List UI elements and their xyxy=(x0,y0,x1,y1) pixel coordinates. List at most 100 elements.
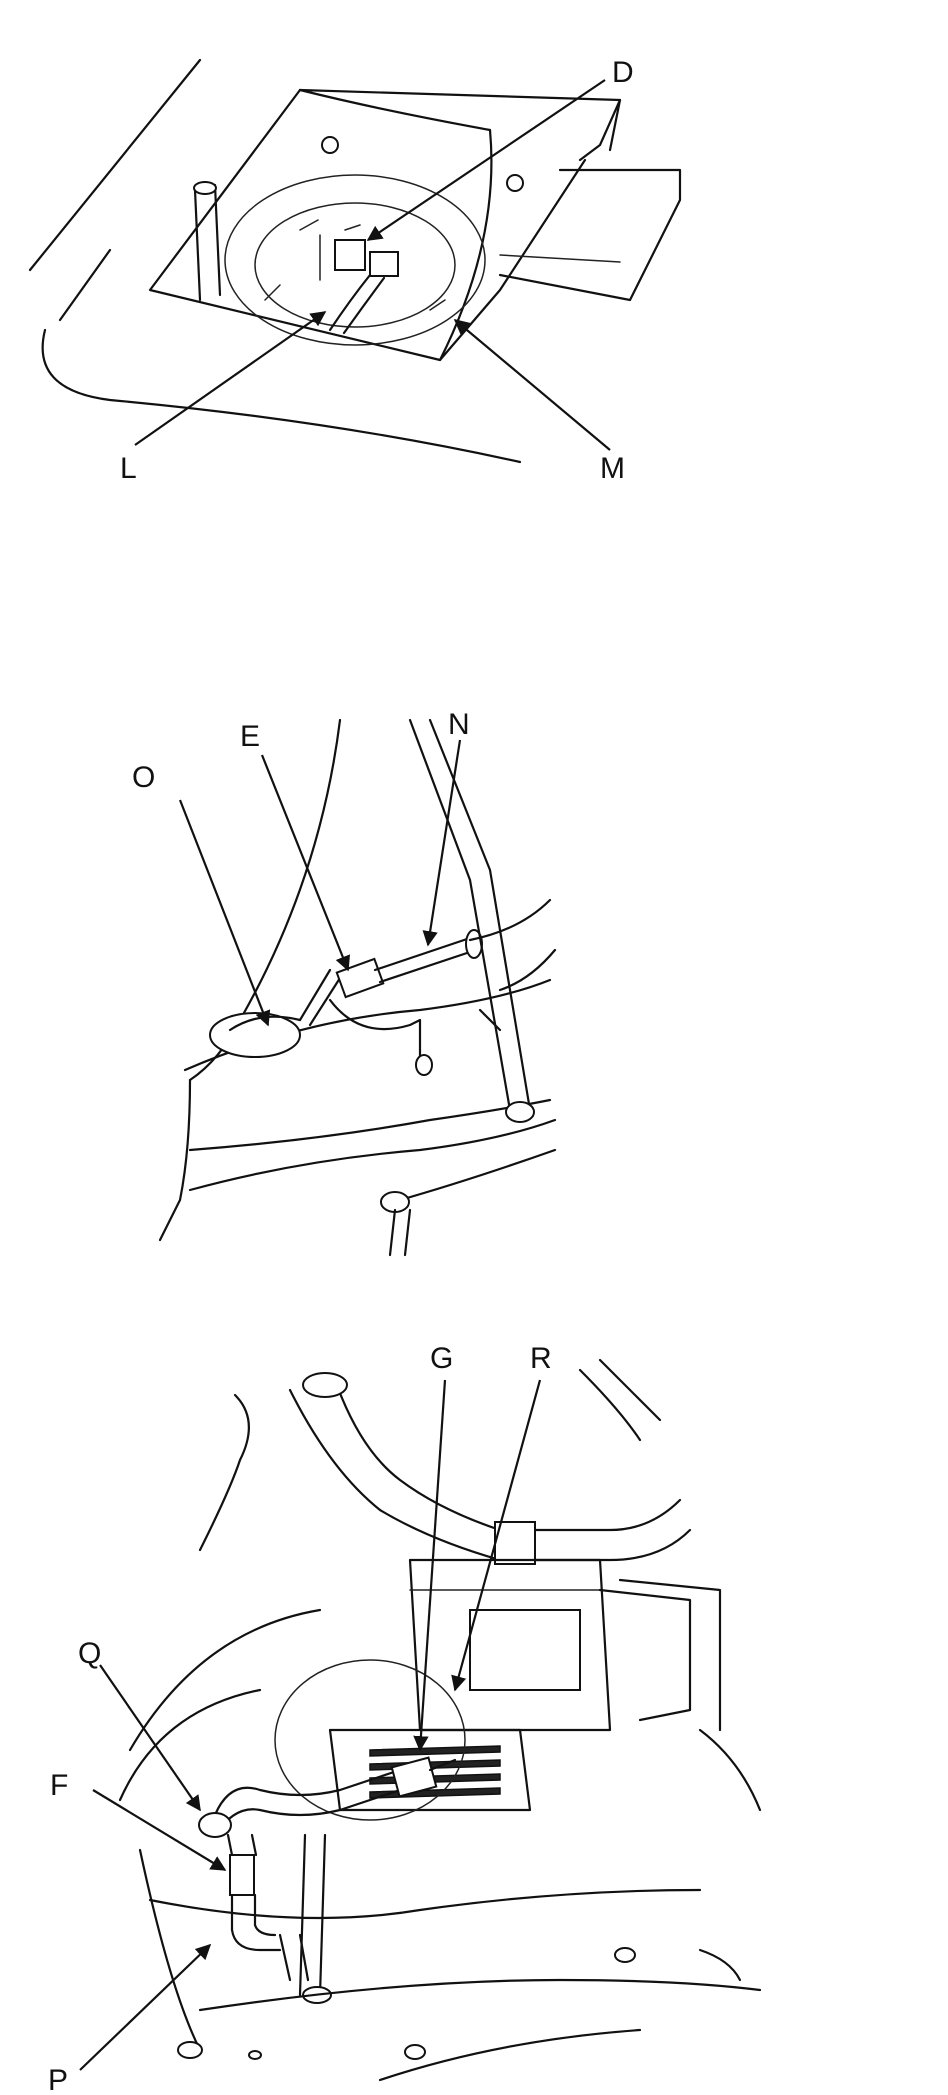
access-cover-line xyxy=(499,254,621,263)
fuel-line-connection-illustration: O E N xyxy=(132,708,557,1257)
mount-bolt-icon xyxy=(177,2041,203,2059)
hose-clamp xyxy=(494,1521,536,1565)
bolt-icon xyxy=(506,174,524,192)
leader-line-n xyxy=(422,739,462,947)
right-bracket xyxy=(498,948,557,992)
rail-detail xyxy=(478,1008,502,1032)
filler-hose xyxy=(298,968,342,1027)
leader-line-q xyxy=(99,1664,201,1812)
callout-l: L xyxy=(120,452,137,485)
vent-hose xyxy=(213,1768,402,1817)
tank-edge xyxy=(158,1078,192,1242)
connector-detail xyxy=(319,224,361,281)
leader-line-g xyxy=(413,1379,447,1752)
pump-connector-plug xyxy=(369,251,399,277)
tank-seam xyxy=(188,1098,552,1152)
fuel-pump-access-diagram: D L M xyxy=(0,0,948,680)
hose-p-down xyxy=(278,1933,310,1982)
floor-line xyxy=(198,1978,762,2012)
access-frame-lip xyxy=(298,88,492,132)
filler-neck-hose xyxy=(333,1378,502,1532)
body-contour xyxy=(118,1688,262,1802)
fuel-line-connection-diagram: O E N xyxy=(0,680,948,1290)
fuel-line xyxy=(342,276,386,335)
floor-edge-line xyxy=(28,58,202,272)
floor-line xyxy=(148,1888,702,1920)
leader-line-l xyxy=(134,311,327,446)
floor-line xyxy=(698,1948,742,1982)
leader-line-e xyxy=(260,754,351,972)
canister-panel xyxy=(469,1609,581,1691)
cover-edge xyxy=(608,98,622,152)
pump-connector xyxy=(334,239,366,271)
vent-tube xyxy=(328,998,422,1062)
frame-member xyxy=(698,1728,762,1812)
vent-hose xyxy=(213,1788,402,1837)
floor-contour xyxy=(41,328,522,464)
right-bracket xyxy=(468,898,552,942)
hose-end xyxy=(302,1372,348,1398)
callout-q: Q xyxy=(78,1637,101,1670)
lower-hose xyxy=(398,1148,557,1202)
quick-connector xyxy=(335,957,385,999)
mount-bolt-icon xyxy=(404,2044,426,2060)
mount-bolt-icon xyxy=(248,2050,262,2060)
lower-hose xyxy=(388,1208,412,1257)
frame-rail xyxy=(408,718,512,1112)
pump-ring-inner xyxy=(254,202,456,328)
callout-m: M xyxy=(600,452,625,485)
evap-canister xyxy=(408,1558,612,1732)
leader-line-m xyxy=(453,319,611,451)
fitting-f-neck xyxy=(226,1833,258,1857)
frame-rail xyxy=(428,718,532,1112)
callout-g: G xyxy=(430,1342,453,1375)
frame-member xyxy=(598,1588,692,1722)
vent-pipe xyxy=(193,183,222,302)
fuel-line xyxy=(328,273,372,332)
vent-tube-end xyxy=(415,1054,433,1076)
access-cover xyxy=(498,168,682,302)
callout-r: R xyxy=(530,1342,552,1375)
leader-line-o xyxy=(178,799,271,1027)
callout-d: D xyxy=(612,56,634,89)
fitting-f xyxy=(229,1854,255,1896)
floor-line xyxy=(378,2028,642,2082)
floor-edge-line xyxy=(58,248,112,322)
leader-line-p xyxy=(79,1943,212,2071)
leader-line-r xyxy=(451,1379,542,1692)
filler-neck-hose xyxy=(288,1388,502,1562)
floor-line xyxy=(138,1848,202,2052)
filler-opening xyxy=(209,1012,301,1058)
evap-connector-stub xyxy=(428,1758,457,1772)
fuel-pump-access-illustration: D L M xyxy=(28,56,682,485)
access-frame-top xyxy=(298,88,622,162)
callout-f: F xyxy=(50,1769,68,1802)
hose-p xyxy=(253,1893,277,1937)
upper-bracket xyxy=(578,1358,662,1442)
callout-e: E xyxy=(240,720,260,753)
vertical-pipe xyxy=(298,1833,327,1997)
leader-line-f xyxy=(92,1789,227,1871)
ring-clips xyxy=(264,219,446,311)
frame-member xyxy=(618,1578,722,1732)
pump-ring xyxy=(274,1659,466,1821)
access-frame-sides xyxy=(148,88,587,362)
bolt-icon xyxy=(321,136,339,154)
callout-n: N xyxy=(448,708,470,741)
hose-routing-diagram: Q F P G R xyxy=(0,1290,948,2095)
leader-line-d xyxy=(366,79,606,241)
fuel-feed-line xyxy=(373,936,478,984)
hose-p xyxy=(230,1893,282,1952)
body-contour xyxy=(128,1608,322,1752)
callout-p: P xyxy=(48,2064,68,2095)
tank-lower-contour xyxy=(188,1118,557,1192)
pump-ring-outer xyxy=(224,174,486,346)
hose-routing-illustration: Q F P G R xyxy=(48,1342,762,2095)
callout-o: O xyxy=(132,761,155,794)
vent-pipe-end xyxy=(193,181,217,195)
mount-bolt-icon xyxy=(614,1947,636,1963)
evap-connector xyxy=(390,1756,438,1798)
hose-continuation xyxy=(533,1498,692,1562)
hose-elbow xyxy=(198,1812,232,1838)
body-contour xyxy=(198,1393,250,1552)
